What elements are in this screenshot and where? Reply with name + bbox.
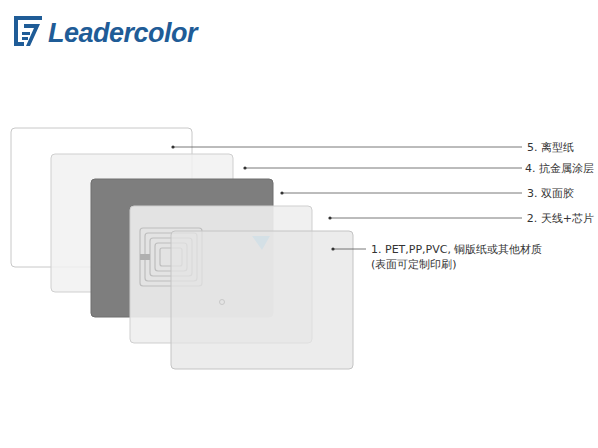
callout-label: 2. 天线+芯片 [527, 211, 594, 226]
chip-dot [220, 300, 225, 305]
leader-dots [171, 145, 334, 250]
logo-text: Leadercolor [48, 18, 197, 48]
callout-label: 1. PET,PP,PVC, 铜版纸或其他材质 (表面可定制印刷) [371, 242, 543, 272]
logo-icon [14, 16, 42, 46]
callout-label: 5. 离型纸 [527, 140, 574, 155]
antenna-chip [140, 254, 150, 260]
face-material-layer [171, 231, 353, 369]
leader-lines [173, 147, 522, 249]
callout-label: 4. 抗金属涂层 [525, 161, 594, 176]
callout-label: 3. 双面胶 [527, 186, 574, 201]
